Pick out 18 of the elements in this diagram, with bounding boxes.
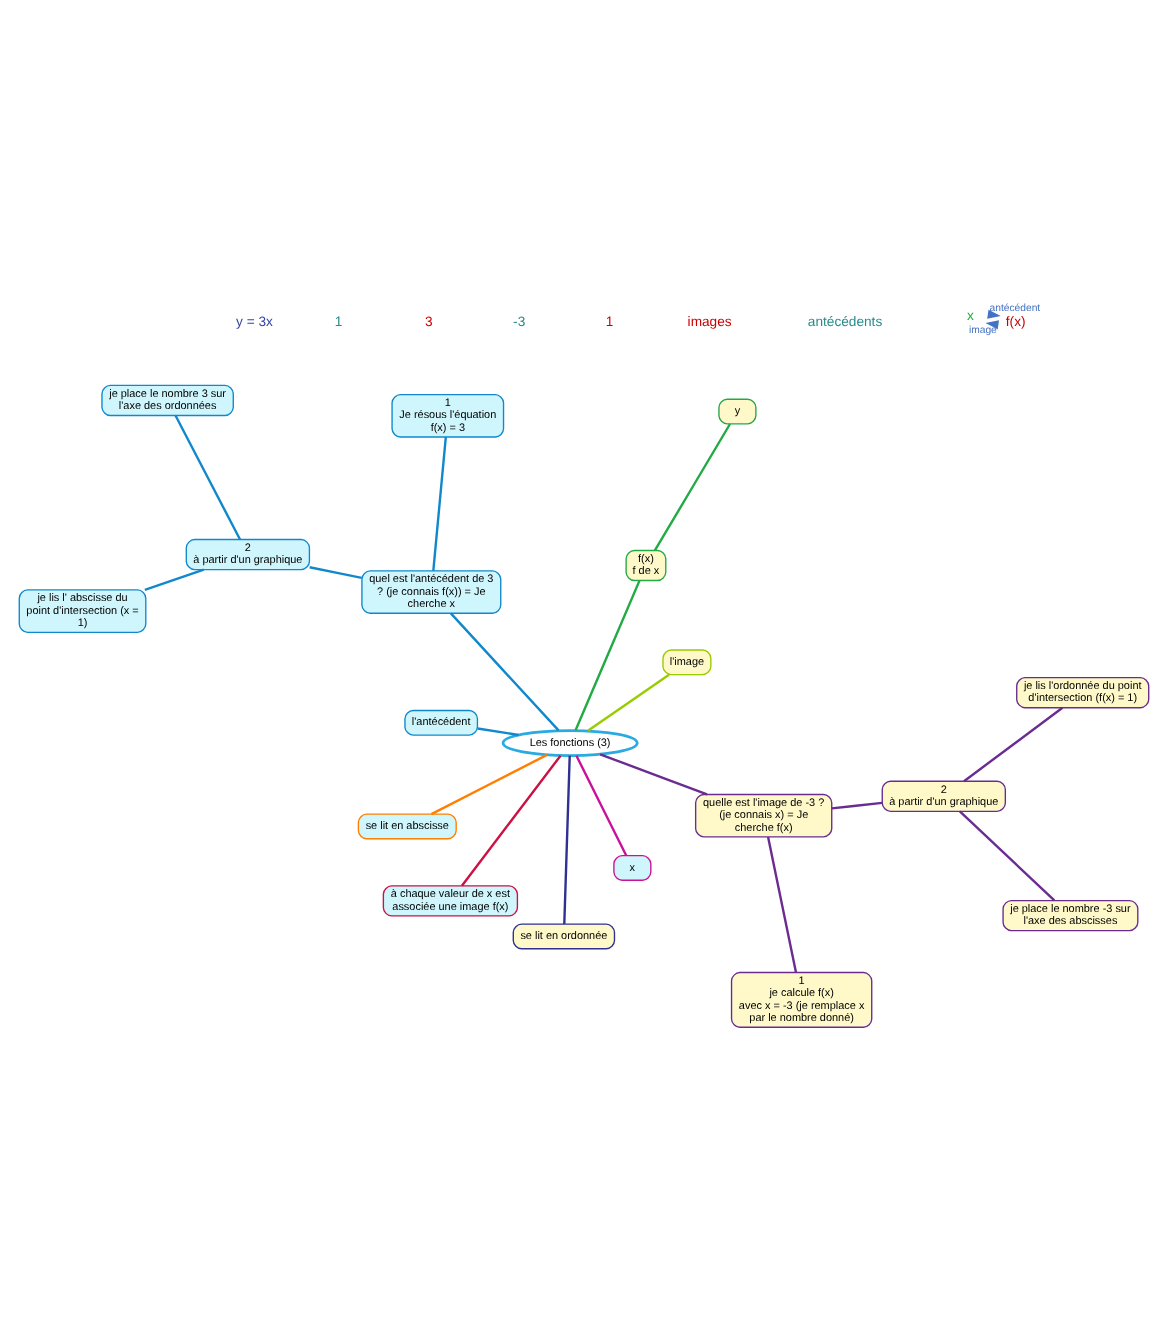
connector xyxy=(959,809,1056,901)
connector xyxy=(766,835,798,972)
connector xyxy=(430,752,548,815)
connector xyxy=(574,579,641,730)
connector xyxy=(599,752,708,795)
connector xyxy=(587,672,670,731)
connector xyxy=(450,611,560,731)
connector xyxy=(831,800,883,809)
connector xyxy=(563,754,571,923)
connector xyxy=(963,705,1064,782)
connector xyxy=(575,754,628,856)
connector xyxy=(174,414,242,540)
connector xyxy=(477,726,519,736)
connector xyxy=(144,567,205,590)
connector xyxy=(432,436,447,570)
connector xyxy=(653,422,732,551)
connector xyxy=(461,753,562,886)
connector xyxy=(309,565,362,579)
